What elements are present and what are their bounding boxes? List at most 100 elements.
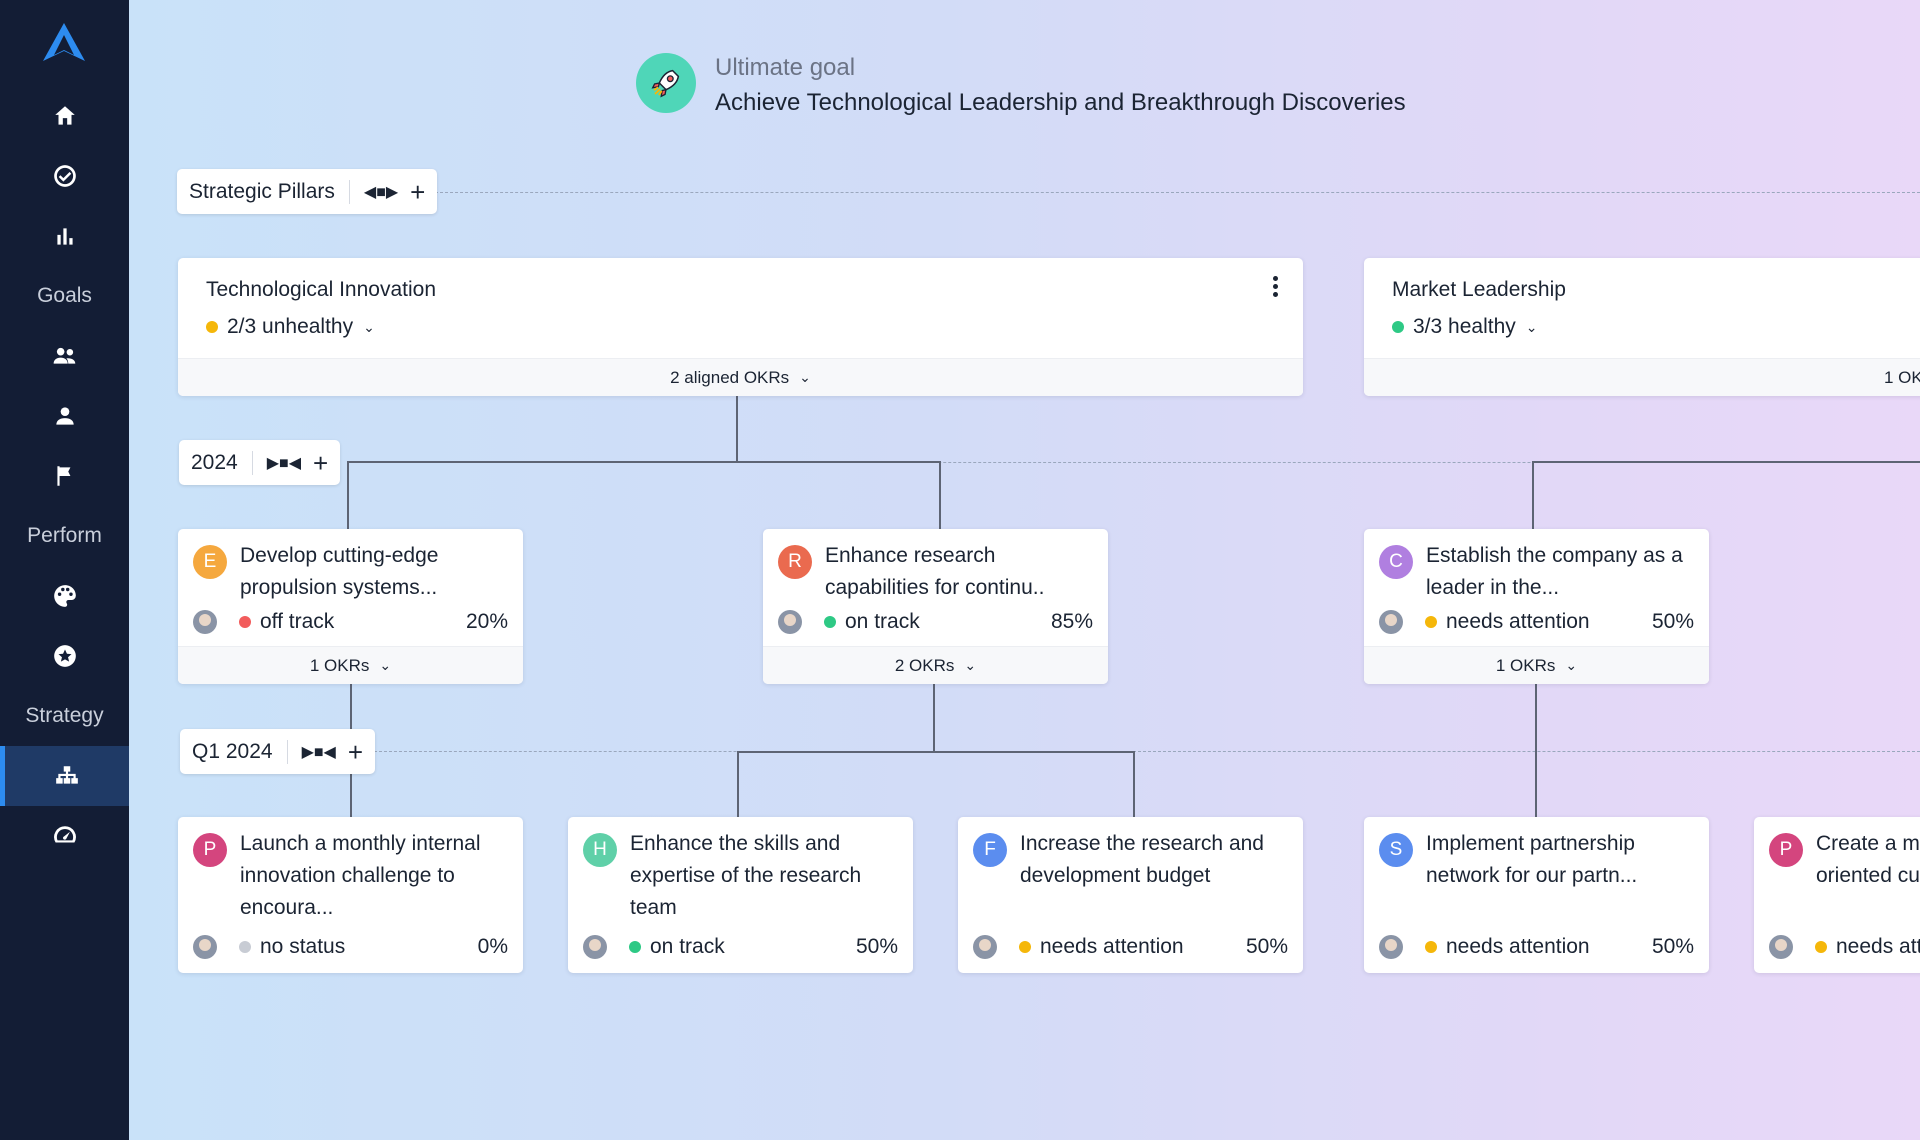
more-options-icon[interactable] xyxy=(1273,276,1279,297)
progress-percent: 20% xyxy=(465,610,508,633)
pillar-card[interactable]: Technological Innovation 2/3 unhealthy ⌄… xyxy=(178,258,1303,396)
pillar-card[interactable]: Market Leadership 3/3 healthy ⌄ 1 OK xyxy=(1364,258,1920,396)
aligned-okrs-toggle[interactable]: 1 OK xyxy=(1364,358,1920,396)
progress-percent: 50% xyxy=(855,935,898,958)
okr-title: Increase the research and development bu… xyxy=(1020,832,1264,887)
add-icon[interactable]: + xyxy=(313,447,329,478)
status-label: needs attention xyxy=(1446,935,1590,958)
owner-avatar: C xyxy=(1379,545,1413,579)
pillars-level-line xyxy=(435,192,1920,193)
home-icon[interactable] xyxy=(0,88,129,144)
ultimate-goal-label: Ultimate goal xyxy=(715,54,856,81)
status-label: needs attention xyxy=(1446,610,1590,633)
progress-percent: 85% xyxy=(1050,610,1093,633)
okr-title: Develop cutting-edge propulsion systems.… xyxy=(240,544,439,599)
connector xyxy=(737,751,739,817)
pillar-health-dropdown[interactable]: 2/3 unhealthy ⌄ xyxy=(206,315,375,339)
status-dot xyxy=(1019,941,1031,953)
add-icon[interactable]: + xyxy=(410,176,426,207)
rocket-icon xyxy=(636,53,696,113)
hierarchy-icon[interactable] xyxy=(0,746,129,806)
okr-card[interactable]: C Establish the company as a leader in t… xyxy=(1364,529,1709,684)
level-chip-label: 2024 xyxy=(191,450,238,474)
okr-title: Enhance the skills and expertise of the … xyxy=(630,832,862,919)
owner-avatar: P xyxy=(1769,833,1803,867)
okr-title: Enhance research capabilities for contin… xyxy=(825,544,1045,599)
status-dot xyxy=(1392,321,1404,333)
status-dot xyxy=(629,941,641,953)
section-label-goals: Goals xyxy=(37,284,92,307)
okr-card[interactable]: P Launch a monthly internal innovation c… xyxy=(178,817,523,973)
app-logo-icon[interactable] xyxy=(41,21,87,63)
chevron-down-icon: ⌄ xyxy=(799,369,811,385)
connector xyxy=(347,461,349,529)
level-chip-label: Strategic Pillars xyxy=(189,179,335,203)
collapse-arrows-icon[interactable]: ▶■◀ xyxy=(301,743,336,761)
pillar-health-label: 2/3 unhealthy xyxy=(227,315,354,338)
status-dot xyxy=(239,616,251,628)
level-chip-q1-2024[interactable]: Q1 2024 ▶■◀ + xyxy=(180,729,376,774)
pillar-health-dropdown[interactable]: 3/3 healthy ⌄ xyxy=(1392,315,1537,339)
user-avatar-icon xyxy=(1379,935,1403,959)
chip-divider xyxy=(286,739,288,764)
okrs-count-label: 2 OKRs xyxy=(894,655,955,675)
chip-divider xyxy=(251,450,253,475)
okrs-toggle[interactable]: 1 OKRs ⌄ xyxy=(178,646,523,684)
year-level-line xyxy=(349,462,1920,463)
user-avatar-icon xyxy=(973,935,997,959)
connector xyxy=(1532,461,1920,463)
okr-title: Establish the company as a leader in the… xyxy=(1426,544,1683,599)
okr-status: on track xyxy=(778,610,920,634)
level-chip-strategic-pillars[interactable]: Strategic Pillars ◀■▶ + xyxy=(177,169,438,214)
okr-card[interactable]: P Create a m oriented cu needs att xyxy=(1754,817,1920,973)
progress-percent: 50% xyxy=(1651,610,1694,633)
user-avatar-icon xyxy=(193,935,217,959)
aligned-okrs-label: 2 aligned OKRs xyxy=(670,367,790,387)
aligned-okrs-toggle[interactable]: 2 aligned OKRs ⌄ xyxy=(178,358,1303,396)
bar-chart-icon[interactable] xyxy=(0,208,129,264)
status-label: on track xyxy=(650,935,725,958)
status-dot xyxy=(1425,616,1437,628)
user-avatar-icon xyxy=(1769,935,1793,959)
status-dot xyxy=(1425,941,1437,953)
progress-percent: 50% xyxy=(1245,935,1288,958)
connector xyxy=(347,461,940,463)
okr-card[interactable]: S Implement partnership network for our … xyxy=(1364,817,1709,973)
flag-icon[interactable] xyxy=(0,448,129,504)
check-circle-icon[interactable] xyxy=(0,148,129,204)
chevron-down-icon: ⌄ xyxy=(379,657,392,673)
status-label: needs attention xyxy=(1040,935,1184,958)
okr-card[interactable]: F Increase the research and development … xyxy=(958,817,1303,973)
okrs-toggle[interactable]: 2 OKRs ⌄ xyxy=(763,646,1108,684)
status-dot xyxy=(206,321,218,333)
star-icon[interactable] xyxy=(0,628,129,684)
okr-status: needs attention xyxy=(973,935,1184,959)
collapse-arrows-icon[interactable]: ◀■▶ xyxy=(363,183,399,201)
user-icon[interactable] xyxy=(0,388,129,444)
pillar-health-label: 3/3 healthy xyxy=(1413,315,1516,338)
ultimate-goal-title[interactable]: Achieve Technological Leadership and Bre… xyxy=(715,89,1406,116)
section-label-perform: Perform xyxy=(27,524,102,547)
chevron-down-icon: ⌄ xyxy=(1525,318,1538,335)
okr-status: off track xyxy=(193,610,334,634)
okr-status: needs att xyxy=(1769,935,1920,959)
user-avatar-icon xyxy=(778,610,802,634)
team-icon[interactable] xyxy=(0,328,129,384)
owner-avatar: S xyxy=(1379,833,1413,867)
okrs-count-label: 1 OKRs xyxy=(309,655,370,675)
palette-icon[interactable] xyxy=(0,568,129,624)
collapse-arrows-icon[interactable]: ▶■◀ xyxy=(266,454,301,472)
okr-card[interactable]: R Enhance research capabilities for cont… xyxy=(763,529,1108,684)
okr-status: needs attention xyxy=(1379,610,1590,634)
gauge-icon[interactable] xyxy=(0,808,129,864)
level-chip-2024[interactable]: 2024 ▶■◀ + xyxy=(179,440,341,485)
okr-card[interactable]: H Enhance the skills and expertise of th… xyxy=(568,817,913,973)
status-label: needs att xyxy=(1836,935,1920,958)
okrs-toggle[interactable]: 1 OKRs ⌄ xyxy=(1364,646,1709,684)
level-chip-label: Q1 2024 xyxy=(192,739,273,763)
add-icon[interactable]: + xyxy=(347,736,364,767)
okr-card[interactable]: E Develop cutting-edge propulsion system… xyxy=(178,529,523,684)
chevron-down-icon: ⌄ xyxy=(363,318,375,335)
user-avatar-icon xyxy=(1379,610,1403,634)
strategy-canvas: Ultimate goal Achieve Technological Lead… xyxy=(129,0,1920,1140)
